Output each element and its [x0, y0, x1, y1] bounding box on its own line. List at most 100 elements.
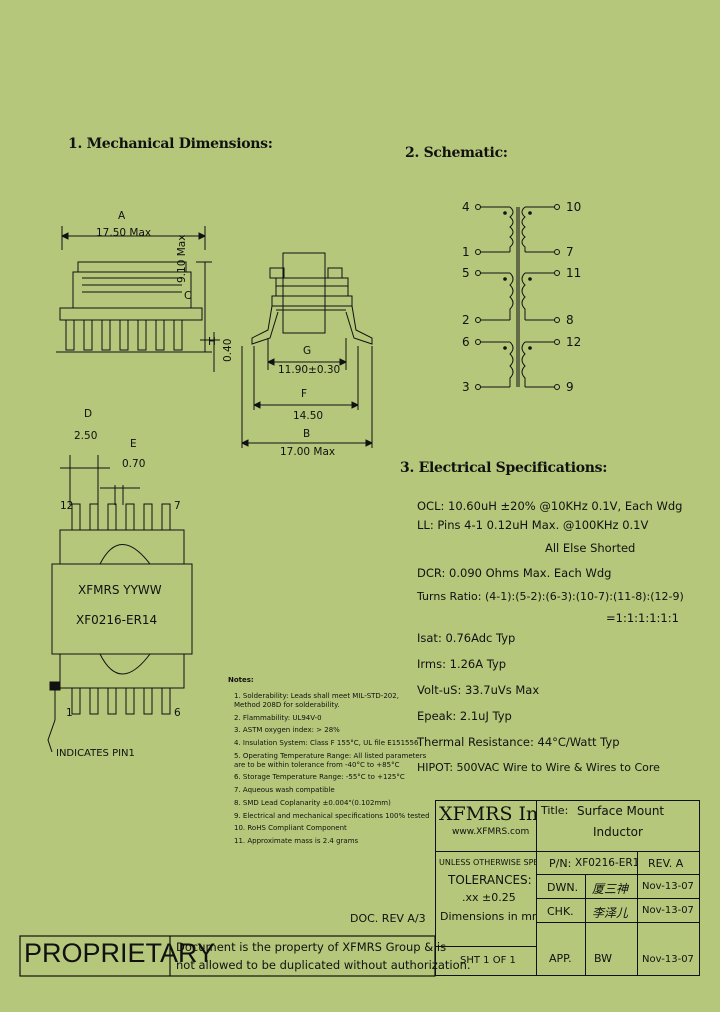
title-line-2: Inductor [593, 825, 643, 839]
note-item: 5. Operating Temperature Range: All list… [234, 751, 427, 760]
dim-h-label: H [208, 336, 216, 348]
app-date-cell: Nov-13-07 [637, 922, 700, 976]
spec-volt-us: Volt-uS: 33.7uVs Max [417, 683, 540, 697]
part-mark-date: XFMRS YYWW [78, 583, 162, 597]
note-item: 4. Insulation System: Class F 155°C, UL … [234, 739, 419, 747]
pn-value: XF0216-ER14 [575, 857, 637, 869]
note-item: 3. ASTM oxygen index: > 28% [234, 726, 340, 735]
chk-label-cell: CHK. [536, 898, 586, 923]
dwn-date-cell: Nov-13-07 [637, 874, 700, 899]
dim-e-label: E [130, 438, 137, 450]
pin-1-label: 1 [66, 707, 73, 719]
note-item: 9. Electrical and mechanical specificati… [234, 811, 430, 820]
spec-epeak: Epeak: 2.1uJ Typ [417, 709, 512, 723]
dim-d-label: D [84, 408, 93, 420]
schematic-heading: 2. Schematic: [405, 145, 508, 161]
app-signature: BW [594, 952, 613, 965]
chk-signature-cell: 李泽儿 [585, 898, 638, 923]
schematic-pin-left-2: 1 [462, 245, 470, 259]
proprietary-word: PROPRIETARY [24, 938, 216, 968]
notes-list: 1. Solderability: Leads shall meet MIL-S… [234, 692, 430, 846]
revision-value: REV. A [648, 857, 684, 870]
dwn-label: DWN. [547, 881, 579, 894]
schematic-pin-right-3: 11 [566, 266, 582, 280]
dim-a-label: A [118, 210, 126, 222]
dim-b-label: B [303, 428, 311, 440]
app-label-cell: APP. [536, 922, 586, 976]
part-mark-pn: XF0216-ER14 [76, 613, 158, 627]
title-block-company: XFMRS Inc www.XFMRS.com [435, 800, 537, 852]
schematic-pin-right-6: 9 [566, 380, 574, 394]
dim-c-value: 9.10 Max [176, 234, 188, 283]
doc-revision: DOC. REV A/3 [350, 912, 426, 925]
dim-b-value: 17.00 Max [280, 446, 336, 458]
spec-irms: Irms: 1.26A Typ [417, 657, 507, 671]
note-item: Method 208D for solderability. [234, 700, 340, 709]
dim-g-label: G [303, 345, 312, 357]
dim-f-value: 14.50 [293, 410, 324, 422]
spec-ll-cond: All Else Shorted [545, 541, 636, 555]
schematic-pin-left-4: 2 [462, 313, 470, 327]
schematic-pin-right-2: 7 [566, 245, 574, 259]
pin-7-label: 7 [174, 500, 181, 512]
title-label: Title: [541, 804, 569, 817]
title-block-tolerances: UNLESS OTHERWISE SPECIFIED TOLERANCES: .… [435, 851, 537, 947]
chk-date-cell: Nov-13-07 [637, 898, 700, 923]
note-item: 1. Solderability: Leads shall meet MIL-S… [234, 692, 399, 700]
note-item: 7. Aqueous wash compatible [234, 786, 335, 794]
note-item: 11. Approximate mass is 2.4 grams [234, 837, 359, 845]
sheet-number: SHT 1 OF 1 [460, 955, 516, 966]
dim-e-value: 0.70 [122, 458, 146, 470]
dim-a-value: 17.50 Max [96, 227, 152, 239]
notes-title: Notes: [228, 676, 254, 684]
dim-g-value: 11.90±0.30 [278, 364, 341, 376]
proprietary-line-2: not allowed to be duplicated without aut… [176, 958, 471, 972]
dwn-signature: 厦三神 [592, 882, 629, 896]
schematic-pin-left-6: 3 [462, 380, 470, 394]
spec-hipot: HIPOT: 500VAC Wire to Wire & Wires to Co… [417, 761, 660, 774]
unless-specified: UNLESS OTHERWISE SPECIFIED [439, 858, 536, 867]
note-item: are to be within tolerance from -40°C to… [234, 760, 400, 769]
title-block-title: Title: Surface Mount Inductor [536, 800, 700, 852]
schematic-pin-right-5: 12 [566, 335, 582, 349]
tolerance-value: .xx ±0.25 [462, 891, 516, 904]
dim-h-value: 0.40 [222, 338, 234, 362]
sheet-cell: SHT 1 OF 1 [435, 946, 537, 976]
dim-c-label: C [184, 290, 192, 302]
title-line-1: Surface Mount [577, 804, 665, 818]
schematic-pin-right-1: 10 [566, 200, 582, 214]
pin-12-label: 12 [60, 500, 74, 512]
proprietary-line-1: Document is the property of XFMRS Group … [176, 940, 447, 954]
chk-label: CHK. [547, 905, 574, 918]
chk-date: Nov-13-07 [642, 905, 694, 916]
spec-dcr: DCR: 0.090 Ohms Max. Each Wdg [417, 566, 612, 580]
app-label: APP. [549, 952, 572, 965]
spec-turns-ratio: Turns Ratio: (4-1):(5-2):(6-3):(10-7):(1… [417, 590, 684, 603]
dwn-signature-cell: 厦三神 [585, 874, 638, 899]
note-item: 10. RoHS Compliant Component [234, 824, 347, 833]
dimensions-unit: Dimensions in mm [440, 910, 537, 923]
tolerances-label: TOLERANCES: [448, 873, 532, 887]
spec-ocl: OCL: 10.60uH ±20% @10KHz 0.1V, Each Wdg [417, 499, 683, 513]
note-item: 2. Flammability: UL94V-0 [234, 713, 322, 722]
spec-turns-value: =1:1:1:1:1:1 [606, 611, 679, 625]
dwn-label-cell: DWN. [536, 874, 586, 899]
pn-label: P/N: [549, 857, 572, 870]
mechanical-heading: 1. Mechanical Dimensions: [68, 136, 273, 152]
note-item: 6. Storage Temperature Range: -55°C to +… [234, 773, 405, 782]
company-name: XFMRS Inc [439, 803, 536, 825]
spec-ll: LL: Pins 4-1 0.12uH Max. @100KHz 0.1V [417, 518, 649, 532]
schematic-pin-left-5: 6 [462, 335, 470, 349]
part-number-cell: P/N: XF0216-ER14 [536, 851, 638, 875]
spec-isat: Isat: 0.76Adc Typ [417, 631, 516, 645]
company-website: www.XFMRS.com [452, 827, 530, 837]
electrical-heading: 3. Electrical Specifications: [400, 460, 608, 476]
revision-cell: REV. A [637, 851, 700, 875]
pin1-indicator-label: INDICATES PIN1 [56, 748, 135, 759]
dwn-date: Nov-13-07 [642, 881, 694, 892]
chk-signature: 李泽儿 [592, 906, 629, 920]
note-item: 8. SMD Lead Coplanarity ±0.004"(0.102mm) [234, 798, 391, 807]
schematic-pin-right-4: 8 [566, 313, 574, 327]
spec-thermal: Thermal Resistance: 44°C/Watt Typ [417, 735, 620, 749]
pin-6-label: 6 [174, 707, 181, 719]
